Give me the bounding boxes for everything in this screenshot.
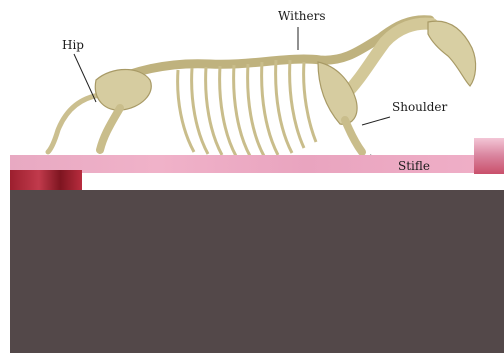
hip-label: Hip [62,38,84,52]
tail-bones [48,95,100,152]
rib-cage [178,60,316,156]
glitch-block-left [10,170,82,190]
scapula [318,62,357,124]
hip-leader-line [74,54,96,102]
stifle-label: Stifle [398,159,430,173]
neck-vertebrae [345,24,432,95]
hind-leg [100,108,120,150]
dark-artifact-block [10,190,504,353]
glitch-block-right [474,138,504,174]
fore-leg [345,120,362,152]
withers-label: Withers [278,9,326,23]
pelvis [95,70,151,111]
shoulder-leader-line [362,117,390,125]
skull [428,21,476,86]
shoulder-label: Shoulder [392,100,447,114]
